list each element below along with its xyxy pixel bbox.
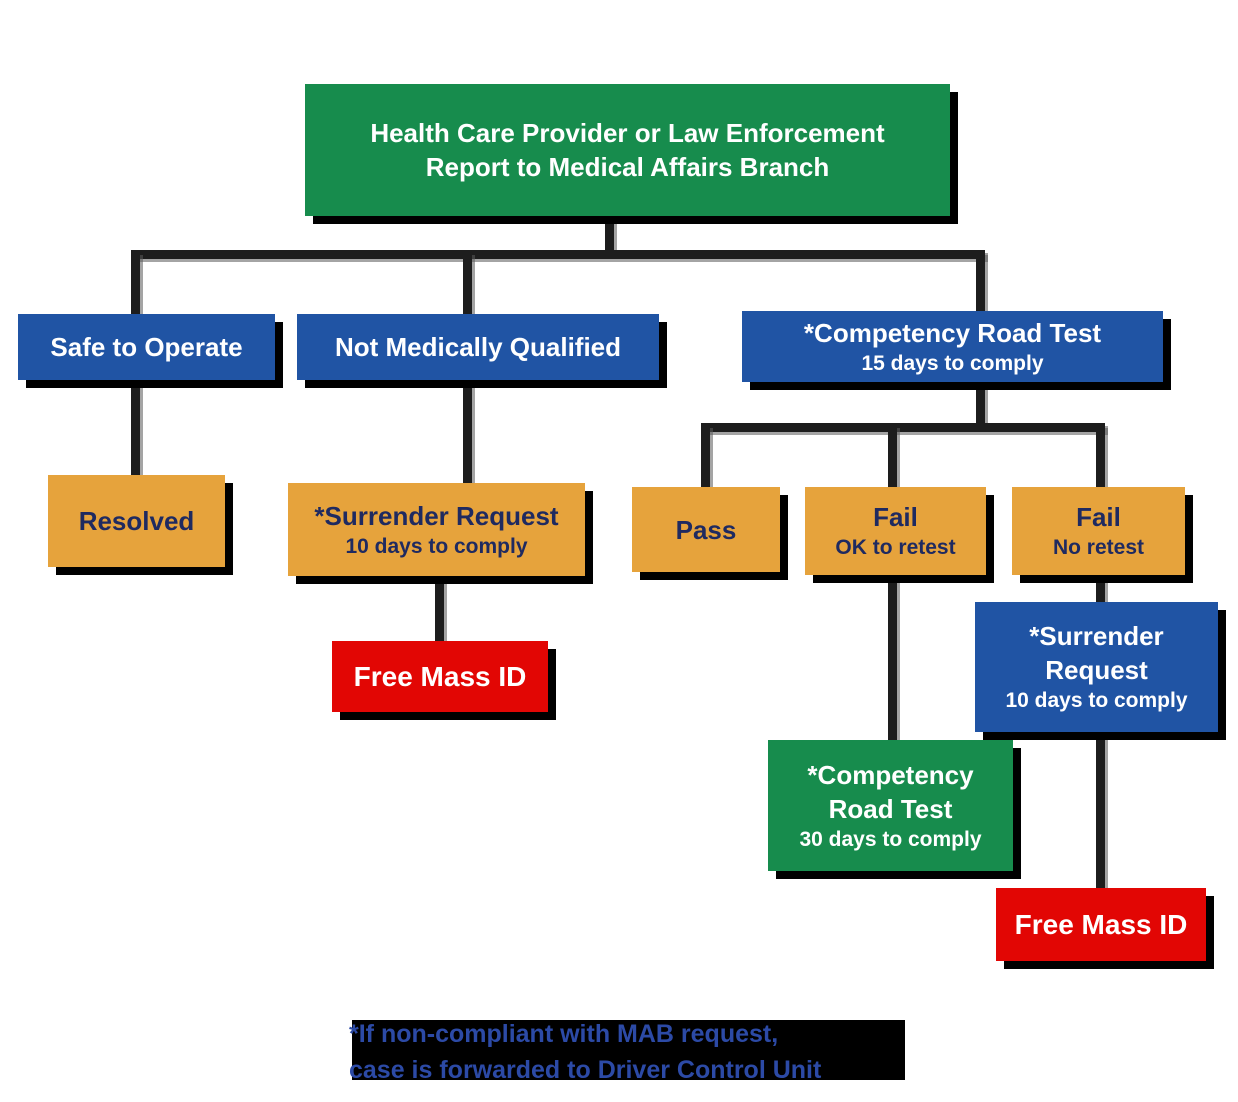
node-free-mass-id-left-label: Free Mass ID: [353, 660, 527, 692]
node-pass-label: Pass: [675, 514, 737, 545]
connector-road-test-branch-bar: [701, 423, 1105, 432]
connector-to-road-test-15: [976, 252, 985, 313]
connector-surrender-to-free-mass-left: [435, 574, 444, 643]
node-surrender-request-2-line2: Request: [1045, 655, 1148, 685]
node-pass: Pass: [632, 487, 780, 572]
node-competency-road-test-30-line2: Road Test: [828, 793, 953, 824]
node-fail-ok-to-retest-line1: Fail: [873, 502, 918, 532]
connector-road-test-15-down: [976, 379, 985, 427]
node-competency-road-test-30: *Competency Road Test 30 days to comply: [768, 740, 1013, 871]
connector-surrender-2-to-free-mass-right: [1096, 730, 1105, 890]
node-fail-no-retest-line1: Fail: [1076, 502, 1121, 532]
connector-to-safe: [131, 252, 140, 316]
node-safe-to-operate: Safe to Operate: [18, 314, 275, 380]
node-fail-no-retest-line2: No retest: [1052, 536, 1145, 559]
node-report-line2: Report to Medical Affairs Branch: [425, 152, 830, 182]
connector-fail-no-to-surrender-2: [1096, 573, 1105, 604]
node-resolved: Resolved: [48, 475, 225, 567]
node-free-mass-id-right: Free Mass ID: [996, 888, 1206, 961]
node-competency-road-test-15: *Competency Road Test 15 days to comply: [742, 311, 1163, 382]
node-not-medically-qualified: Not Medically Qualified: [297, 314, 659, 380]
footnote-shadow-box: [352, 1020, 905, 1080]
node-surrender-request-10-line2: 10 days to comply: [345, 534, 528, 558]
node-fail-no-retest: Fail No retest: [1012, 487, 1185, 575]
footnote: *If non-compliant with MAB request, case…: [349, 1016, 821, 1088]
node-fail-ok-to-retest-line2: OK to retest: [835, 536, 956, 559]
node-fail-ok-to-retest: Fail OK to retest: [805, 487, 986, 575]
node-surrender-request-10: *Surrender Request 10 days to comply: [288, 483, 585, 576]
node-not-medically-qualified-label: Not Medically Qualified: [334, 332, 622, 362]
connector-safe-to-resolved: [131, 378, 140, 477]
node-surrender-request-2: *Surrender Request 10 days to comply: [975, 602, 1218, 732]
node-surrender-request-10-line1: *Surrender Request: [314, 500, 559, 531]
node-competency-road-test-30-line1: *Competency: [807, 759, 974, 790]
node-competency-road-test-15-line2: 15 days to comply: [861, 351, 1044, 375]
connector-to-fail-ok: [888, 425, 897, 489]
footnote-line1: *If non-compliant with MAB request,: [349, 1020, 779, 1048]
node-surrender-request-2-line1: *Surrender: [1029, 621, 1164, 651]
connector-to-fail-no: [1096, 425, 1105, 489]
connector-nmq-to-surrender: [463, 378, 472, 485]
node-competency-road-test-30-line3: 30 days to comply: [799, 827, 982, 851]
node-surrender-request-2-line3: 10 days to comply: [1005, 689, 1188, 712]
node-report: Health Care Provider or Law Enforcement …: [305, 84, 950, 216]
connector-fail-ok-to-road-test-30: [888, 573, 897, 742]
connector-report-down: [605, 216, 614, 256]
node-free-mass-id-right-label: Free Mass ID: [1014, 908, 1188, 940]
node-free-mass-id-left: Free Mass ID: [332, 641, 548, 712]
node-report-line1: Health Care Provider or Law Enforcement: [370, 118, 885, 148]
node-resolved-label: Resolved: [78, 506, 195, 536]
node-safe-to-operate-label: Safe to Operate: [50, 332, 243, 362]
connector-top-branch-bar: [131, 250, 985, 259]
footnote-line2: case is forwarded to Driver Control Unit: [349, 1056, 822, 1084]
connector-to-pass: [701, 425, 710, 489]
node-competency-road-test-15-line1: *Competency Road Test: [803, 317, 1102, 348]
connector-to-not-qualified: [463, 252, 472, 316]
